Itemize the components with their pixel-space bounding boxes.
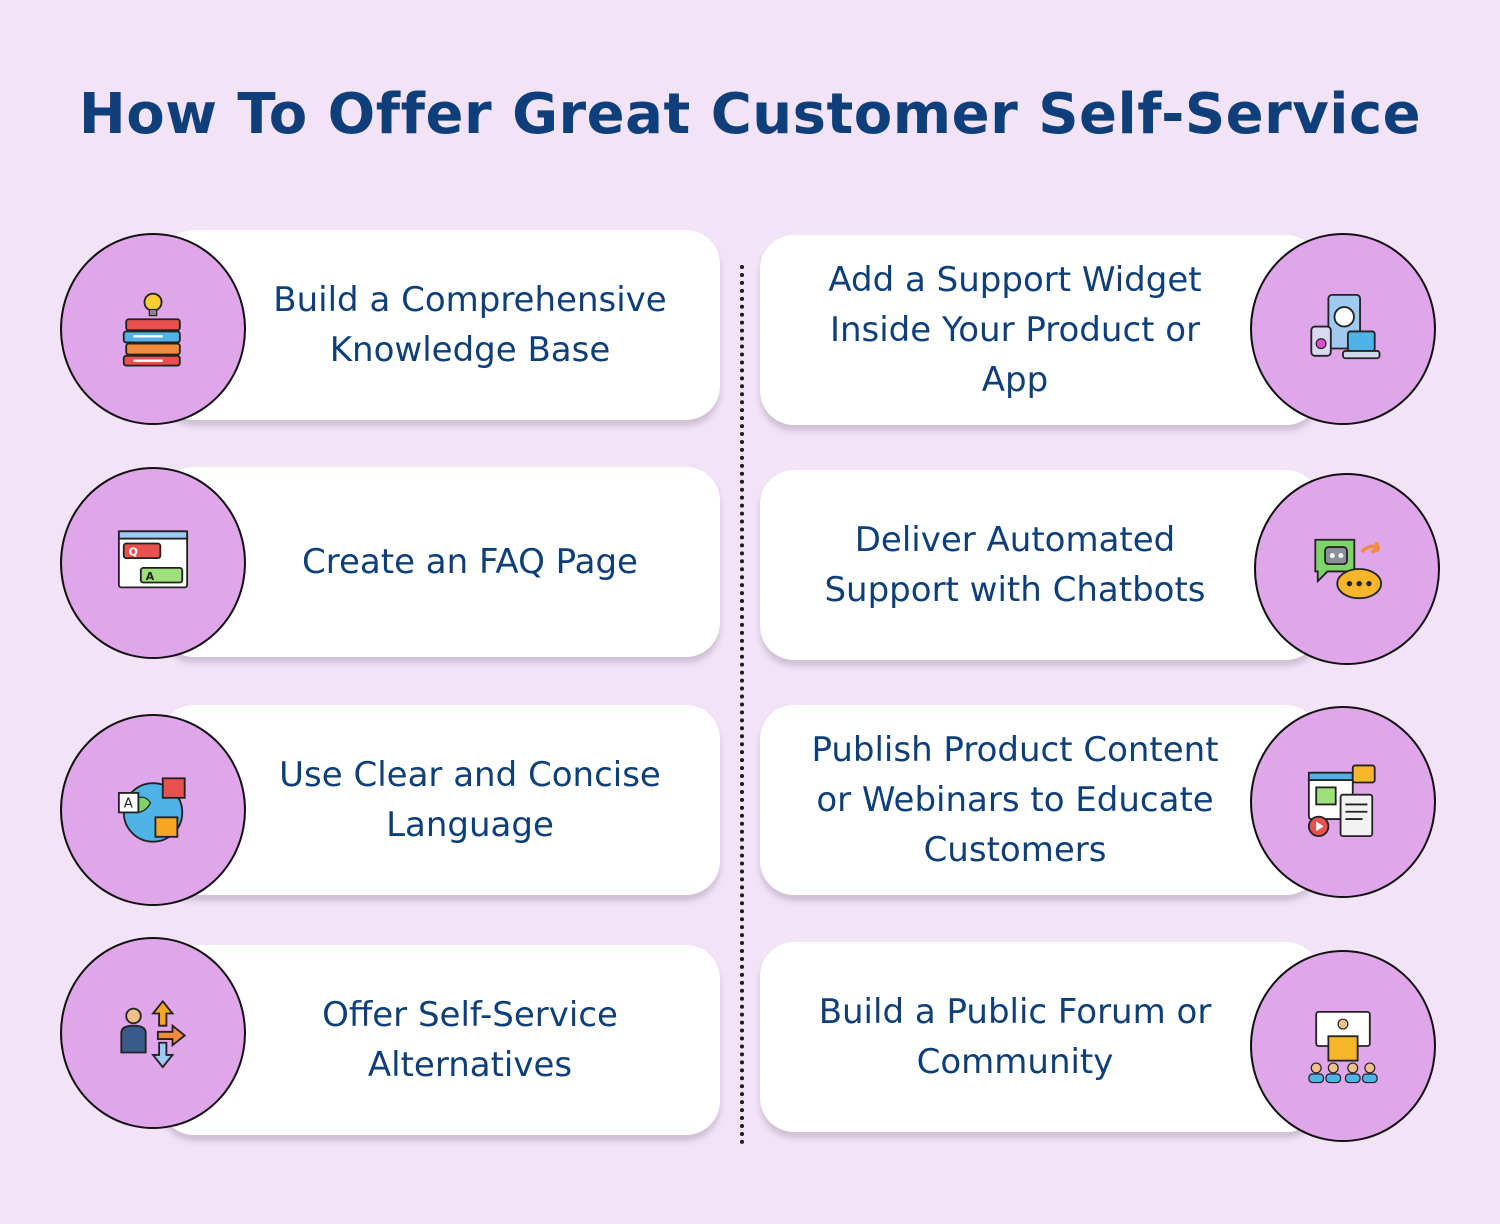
svg-text:A: A <box>124 797 134 812</box>
svg-text:Q: Q <box>129 546 138 559</box>
card-label: Add a Support Widget Inside Your Product… <box>828 260 1202 400</box>
books-lightbulb-icon <box>60 233 246 425</box>
card-webinars: Publish Product Content or Webinars to E… <box>760 705 1320 895</box>
card-support-widget: Add a Support Widget Inside Your Product… <box>760 235 1320 425</box>
devices-support-icon <box>1250 233 1436 425</box>
card-knowledge-base: Build a Comprehensive Knowledge Base <box>160 230 720 420</box>
card-faq-page: Create an FAQ Page <box>160 467 720 657</box>
card-label: Use Clear and Concise Language <box>279 755 661 845</box>
card-chatbots: Deliver Automated Support with Chatbots <box>760 470 1320 660</box>
globe-translation-icon: A <box>60 714 246 906</box>
webinar-content-icon <box>1250 706 1436 898</box>
page-title: How To Offer Great Customer Self-Service <box>78 82 1422 147</box>
card-label: Deliver Automated Support with Chatbots <box>824 520 1206 610</box>
person-arrows-icon <box>60 937 246 1129</box>
card-clear-language: Use Clear and Concise Language <box>160 705 720 895</box>
card-label: Build a Comprehensive Knowledge Base <box>273 280 667 370</box>
svg-text:A: A <box>146 570 155 583</box>
community-podium-icon <box>1250 950 1436 1142</box>
card-label: Publish Product Content or Webinars to E… <box>811 730 1219 870</box>
card-public-forum: Build a Public Forum or Community <box>760 942 1320 1132</box>
faq-qa-icon: Q A <box>60 467 246 659</box>
center-divider <box>740 265 744 1145</box>
card-label: Create an FAQ Page <box>302 542 638 582</box>
chatbot-icon <box>1254 473 1440 665</box>
card-label: Build a Public Forum or Community <box>818 992 1212 1082</box>
card-label: Offer Self-Service Alternatives <box>322 995 618 1085</box>
card-self-service-alternatives: Offer Self-Service Alternatives <box>160 945 720 1135</box>
